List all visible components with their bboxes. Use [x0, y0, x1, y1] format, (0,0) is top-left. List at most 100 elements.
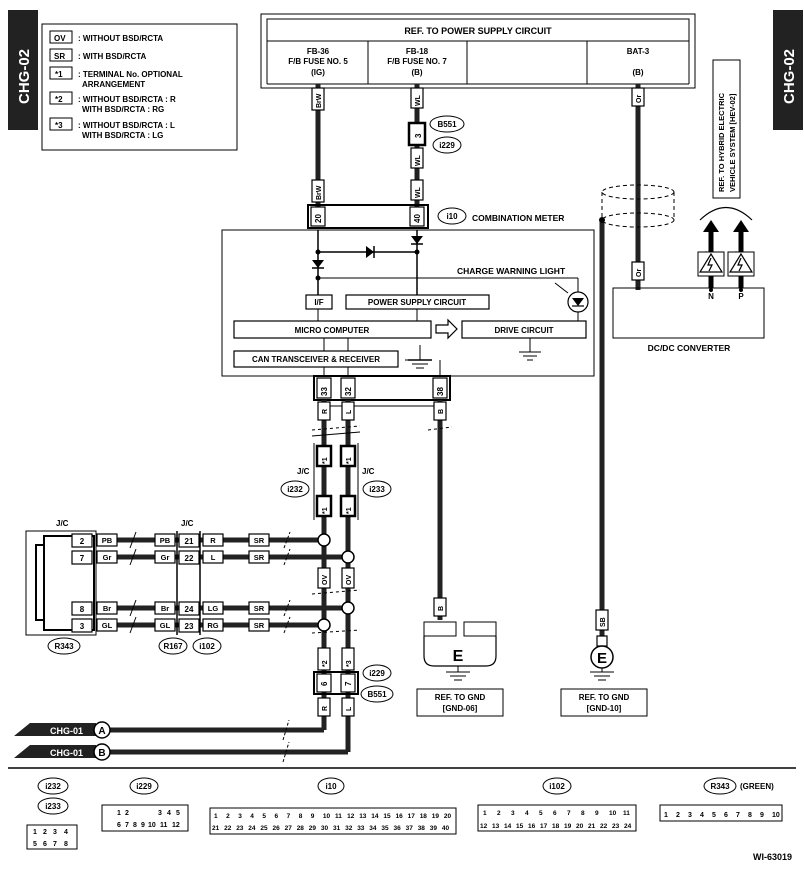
svg-text:CHG-02: CHG-02	[16, 49, 33, 104]
connector-i10-top: 20 40 i10 COMBINATION METER	[307, 204, 564, 229]
pin-number: 13	[359, 813, 367, 820]
pin-number: 33	[357, 825, 365, 832]
svg-text:12: 12	[172, 822, 180, 829]
pin-number: 10	[323, 813, 331, 820]
dcdc-converter: DC/DC CONVERTER N P	[601, 184, 765, 353]
pin-number: 7	[736, 812, 740, 819]
svg-text:[GND-10]: [GND-10]	[587, 704, 622, 713]
svg-text:SR: SR	[254, 553, 265, 562]
pin-number: 7	[287, 813, 291, 820]
ground-gnd-10: E REF. TO GND [GND-10]	[560, 645, 648, 717]
jc-r167-i102: J/C 21 22 24 23 R167 i102	[158, 519, 222, 655]
pin-number: 5	[539, 810, 543, 817]
svg-text:WITH BSD/RCTA : LG: WITH BSD/RCTA : LG	[82, 131, 163, 140]
pin-number: 3	[688, 812, 692, 819]
svg-text:23: 23	[185, 622, 194, 631]
svg-text:Or: Or	[636, 269, 643, 277]
wire-labels-lower: R L B B	[317, 401, 447, 617]
svg-text:R: R	[322, 706, 329, 711]
svg-text:Or: Or	[636, 95, 643, 103]
svg-text:SB: SB	[600, 617, 607, 627]
pin-number: 39	[430, 825, 438, 832]
pin-number: 1	[483, 810, 487, 817]
wire-label-or-2: Or	[631, 261, 645, 281]
svg-text:i102: i102	[199, 642, 215, 651]
svg-text:SR: SR	[254, 604, 265, 613]
svg-text:3: 3	[80, 622, 85, 631]
svg-text:CHG-02: CHG-02	[781, 49, 798, 104]
pin-number: 18	[420, 813, 428, 820]
svg-text:REF. TO GND: REF. TO GND	[579, 693, 630, 702]
svg-text:(B): (B)	[411, 68, 422, 77]
chg-01-ref-b: CHG-01 B	[14, 743, 111, 761]
page-tag-left: CHG-02	[8, 10, 38, 130]
pin-number: 9	[595, 810, 599, 817]
svg-text:B: B	[438, 606, 445, 611]
svg-text:8: 8	[80, 605, 85, 614]
svg-text:L: L	[346, 409, 353, 414]
svg-text:: WITHOUT BSD/RCTA : L: : WITHOUT BSD/RCTA : L	[78, 121, 175, 130]
svg-text:: WITH BSD/RCTA: : WITH BSD/RCTA	[78, 52, 147, 61]
svg-text:11: 11	[160, 822, 168, 829]
svg-text:J/C: J/C	[297, 467, 310, 476]
svg-text:MICRO COMPUTER: MICRO COMPUTER	[295, 326, 370, 335]
svg-text:*1: *1	[346, 507, 353, 514]
sb-wire: SB	[595, 217, 609, 648]
power-supply-reference: REF. TO POWER SUPPLY CIRCUIT FB-36 F/B F…	[260, 13, 696, 89]
svg-text:i232: i232	[45, 782, 61, 791]
pin-number: 5	[712, 812, 716, 819]
wire-label-brw-2: BrW	[311, 179, 325, 203]
svg-text:GL: GL	[102, 621, 113, 630]
svg-text:B: B	[98, 748, 105, 759]
legend-box: OV : WITHOUT BSD/RCTA SR : WITH BSD/RCTA…	[41, 23, 238, 151]
pin-number: 18	[552, 823, 560, 830]
wire-label-wl-2: WL	[410, 147, 424, 169]
pin-number: 17	[540, 823, 548, 830]
pin-number: 37	[406, 825, 414, 832]
pin-number: 25	[260, 825, 268, 832]
svg-text:B551: B551	[367, 690, 387, 699]
svg-text:7: 7	[53, 841, 57, 848]
pin-number: 3	[511, 810, 515, 817]
svg-text:A: A	[98, 726, 105, 737]
svg-text:2: 2	[43, 829, 47, 836]
svg-text:I/F: I/F	[314, 298, 323, 307]
svg-text:i233: i233	[45, 802, 61, 811]
svg-text:FB-18: FB-18	[406, 47, 429, 56]
svg-text:6: 6	[43, 841, 47, 848]
connector-b551-i229-bottom: *2 *3 6 7 i229 B551 R L	[282, 647, 394, 763]
svg-text:10: 10	[148, 822, 156, 829]
svg-text:7: 7	[344, 681, 353, 686]
pin-number: 30	[321, 825, 329, 832]
pin-number: 14	[504, 823, 512, 830]
chg-01-ref-a: CHG-01 A	[14, 721, 111, 739]
svg-text:22: 22	[185, 554, 194, 563]
pin-number: 6	[275, 813, 279, 820]
svg-text:*3: *3	[55, 121, 63, 130]
pin-number: 22	[600, 823, 608, 830]
svg-text:CHG-01: CHG-01	[50, 748, 83, 758]
svg-text:OV: OV	[346, 575, 353, 585]
svg-text:(IG): (IG)	[311, 68, 325, 77]
pin-number: 16	[528, 823, 536, 830]
svg-text:REF. TO POWER SUPPLY CIRCUIT: REF. TO POWER SUPPLY CIRCUIT	[404, 26, 552, 36]
svg-text:J/C: J/C	[181, 519, 194, 528]
pin-number: 20	[444, 813, 452, 820]
svg-text:3: 3	[414, 133, 423, 138]
connector-i10-bottom: 33 32 38	[313, 375, 451, 401]
bus-wire-labels-left: PB Gr Br GL PB Gr Br GL	[96, 533, 176, 632]
svg-text:R343: R343	[710, 782, 730, 791]
svg-text:L: L	[211, 553, 216, 562]
wire-label-or-1: Or	[631, 87, 645, 107]
svg-text:BrW: BrW	[316, 185, 323, 200]
svg-text:OV: OV	[54, 34, 66, 43]
svg-text:DC/DC CONVERTER: DC/DC CONVERTER	[648, 343, 731, 353]
svg-text:N: N	[708, 292, 714, 301]
svg-text:i10: i10	[325, 782, 337, 791]
wire-label-wl-1: WL	[410, 87, 424, 109]
svg-text:(B): (B)	[632, 68, 643, 77]
pin-number: 36	[394, 825, 402, 832]
svg-text:6: 6	[117, 822, 121, 829]
